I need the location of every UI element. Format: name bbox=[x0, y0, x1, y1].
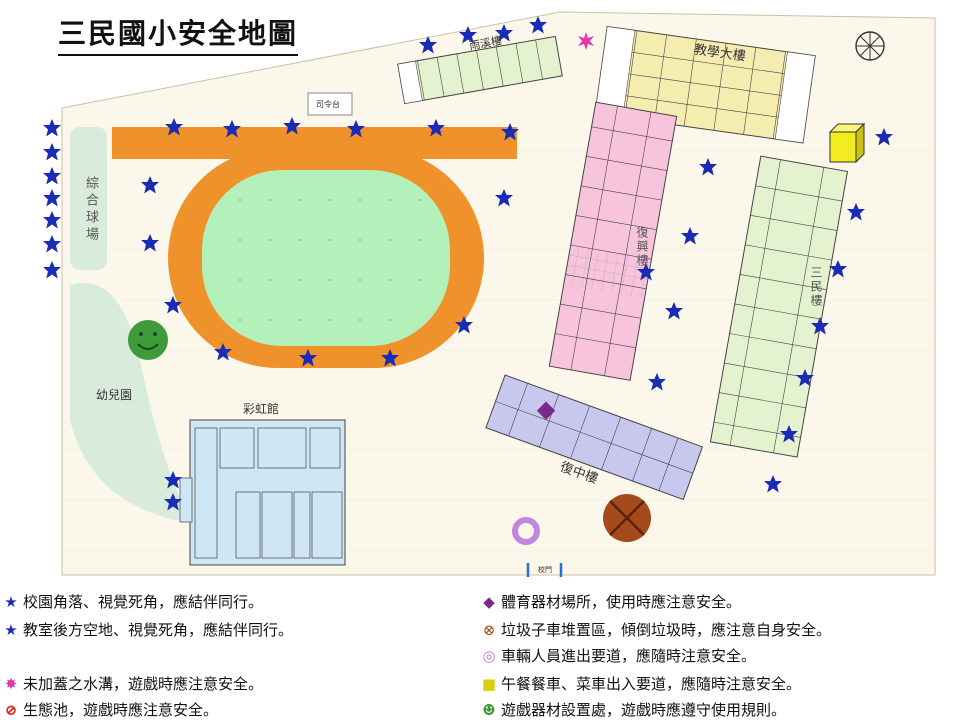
yellow-cube-icon: ■ bbox=[481, 674, 497, 693]
legend-text: 教室後方空地、視覺死角，應結伴同行。 bbox=[23, 621, 294, 639]
blue-star-icon: ★ bbox=[4, 592, 18, 611]
brown-x-circle-icon bbox=[603, 494, 651, 542]
brown-x-circle-icon: ⊗ bbox=[482, 620, 496, 639]
school-gate bbox=[526, 563, 563, 577]
campus-map bbox=[43, 11, 936, 577]
purple-ring-icon bbox=[512, 517, 540, 545]
fuxing-building bbox=[548, 101, 678, 381]
legend-text: 遊戲器材設置處，遊戲時應遵守使用規則。 bbox=[501, 701, 787, 719]
legend-item: ✸ 未加蓋之水溝，遊戲時應注意安全。 bbox=[2, 673, 263, 694]
pink-starburst-icon: ✸ bbox=[4, 674, 18, 693]
legend-text: 垃圾子車堆置區，傾倒垃圾時，應注意自身安全。 bbox=[501, 621, 832, 639]
pink-starburst-icon bbox=[578, 32, 594, 50]
legend-item: ⊘ 生態池，遊戲時應注意安全。 bbox=[2, 699, 218, 720]
purple-ring-icon: ◎ bbox=[482, 646, 496, 665]
sanmin-label: 三民樓 bbox=[809, 266, 823, 308]
fuzhong-building bbox=[485, 374, 704, 501]
kindergarten-label: 幼兒園 bbox=[96, 388, 133, 402]
legend-text: 生態池，遊戲時應注意安全。 bbox=[23, 701, 219, 719]
legend-item: ◎ 車輛人員進出要道，應隨時注意安全。 bbox=[480, 645, 756, 666]
page-title: 三民國小安全地圖 bbox=[58, 12, 299, 56]
legend-item: ★ 教室後方空地、視覺死角，應結伴同行。 bbox=[2, 619, 293, 640]
sports-field bbox=[202, 170, 450, 346]
legend-text: 車輛人員進出要道，應隨時注意安全。 bbox=[501, 647, 757, 665]
purple-diamond-icon bbox=[536, 401, 556, 420]
purple-diamond-icon: ◆ bbox=[483, 592, 495, 611]
rainbow-hall-label: 彩虹館 bbox=[243, 402, 280, 416]
fuxing-label: 復興樓 bbox=[635, 226, 649, 268]
green-smiley-icon: ☻ bbox=[482, 700, 496, 719]
podium bbox=[307, 92, 353, 116]
legend-item: ☻ 遊戲器材設置處，遊戲時應遵守使用規則。 bbox=[480, 699, 786, 720]
legend-text: 校園角落、視覺死角，應結伴同行。 bbox=[23, 593, 264, 611]
prohibited-icon: ⊘ bbox=[4, 700, 18, 719]
podium-label: 司令台 bbox=[316, 100, 340, 109]
blue-star-icon: ★ bbox=[4, 620, 18, 639]
green-smiley-icon bbox=[128, 320, 168, 360]
legend-text: 未加蓋之水溝，遊戲時應注意安全。 bbox=[23, 675, 264, 693]
yellow-cube-icon bbox=[828, 122, 866, 164]
rainbow-hall bbox=[179, 419, 346, 566]
legend-item: ★ 校園角落、視覺死角，應結伴同行。 bbox=[2, 591, 263, 612]
sports-court bbox=[70, 127, 107, 270]
gate-label: 校門 bbox=[538, 566, 552, 574]
legend-item: ◆ 體育器材場所，使用時應注意安全。 bbox=[480, 591, 741, 612]
compass-icon bbox=[855, 31, 885, 61]
kindergarten-area bbox=[70, 282, 190, 520]
court-label: 綜合球場 bbox=[83, 176, 98, 244]
legend-text: 午餐餐車、菜車出入要道，應隨時注意安全。 bbox=[501, 675, 802, 693]
legend-text: 體育器材場所，使用時應注意安全。 bbox=[501, 593, 742, 611]
legend-item: ⊗ 垃圾子車堆置區，傾倒垃圾時，應注意自身安全。 bbox=[480, 619, 831, 640]
legend-item: ■ 午餐餐車、菜車出入要道，應隨時注意安全。 bbox=[480, 673, 801, 694]
stream-building bbox=[397, 35, 563, 105]
sanmin-building bbox=[709, 155, 849, 458]
